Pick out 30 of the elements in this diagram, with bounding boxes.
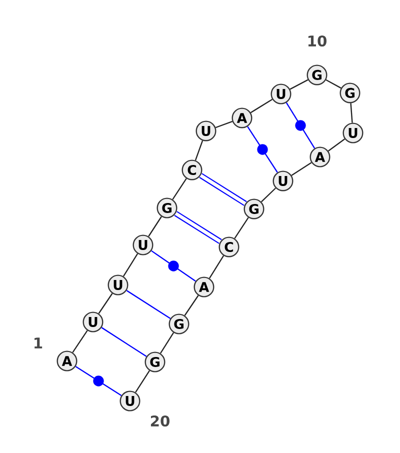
backbone-line — [148, 216, 162, 237]
backbone-line — [184, 295, 199, 316]
position-number: 10 — [308, 35, 326, 47]
base-pair-line-with-dot — [286, 102, 316, 149]
backbone-line — [290, 79, 308, 90]
base-pair-line — [101, 327, 147, 357]
base-pair-line-with-dot — [151, 250, 196, 282]
position-number: 20 — [150, 415, 170, 427]
double-base-pair-line — [199, 173, 247, 206]
backbone-line — [172, 178, 187, 200]
base-pair-line-with-dot — [75, 366, 122, 396]
backbone-line — [160, 332, 174, 354]
position-number: 1 — [34, 338, 42, 348]
backbone-line — [234, 217, 249, 239]
base-pair-line — [126, 290, 171, 319]
backbone-line — [208, 255, 224, 279]
backbone-line — [215, 120, 233, 128]
backbone-line — [350, 103, 353, 123]
backbone-line — [72, 330, 88, 353]
backbone-line — [122, 253, 138, 277]
backbone-line — [250, 98, 273, 114]
backbone-line — [326, 79, 342, 89]
backbone-line — [328, 138, 346, 152]
backbone-line — [194, 140, 204, 161]
backbone-line — [260, 188, 276, 202]
base-pair-line-with-dot — [247, 126, 278, 173]
double-base-pair-line — [174, 211, 222, 244]
backbone-line — [98, 293, 113, 314]
backbone-line — [291, 162, 312, 176]
backbone-line — [135, 370, 150, 393]
